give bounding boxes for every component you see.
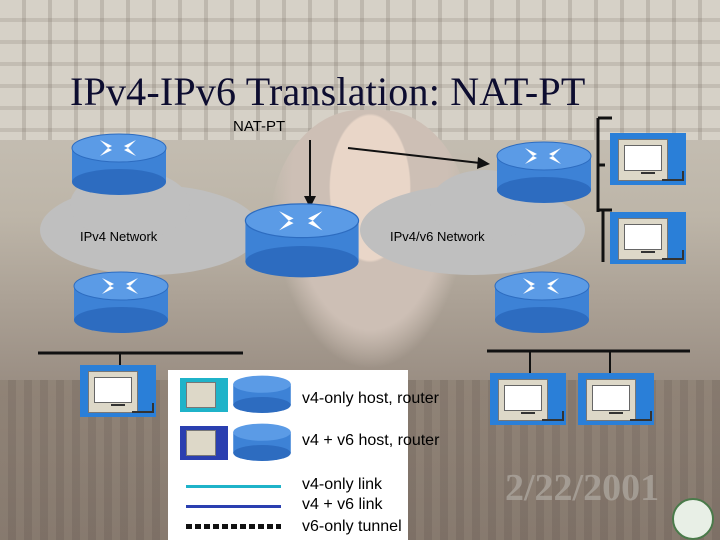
legend-panel: v4-only host, router v4 + v6 host, route… [168, 370, 439, 540]
legend-v4v6-host-router: v4 + v6 host, router [302, 432, 440, 449]
slide-title: IPv4-IPv6 Translation: NAT-PT [70, 69, 586, 114]
background-building [0, 0, 720, 140]
computer-host-icon[interactable] [610, 133, 686, 185]
legend-host-icon [180, 378, 228, 412]
ipv4-network-label: IPv4 Network [80, 229, 158, 244]
photo-arrow [347, 147, 481, 164]
legend-v4v6-link-line [186, 505, 281, 508]
natpt-arrow-head [304, 196, 316, 208]
legend-v6-tunnel: v6-only tunnel [302, 518, 402, 535]
university-seal-icon [672, 498, 714, 540]
slide-date: 2/22/2001 [505, 467, 660, 509]
legend-router-icon [233, 423, 291, 461]
legend-v6-tunnel-line [186, 524, 281, 529]
computer-host-icon[interactable] [80, 365, 156, 417]
computer-host-icon[interactable] [578, 373, 654, 425]
legend-host-icon [180, 426, 228, 460]
computer-host-icon[interactable] [610, 212, 686, 264]
natpt-router-icon[interactable] [243, 200, 361, 280]
photo-arrow-head [477, 157, 490, 169]
router-icon[interactable] [495, 140, 593, 204]
computer-host-icon[interactable] [490, 373, 566, 425]
natpt-label: NAT-PT [233, 118, 286, 135]
legend-router-icon [233, 375, 291, 413]
router-icon[interactable] [70, 132, 168, 196]
ipv4v6-network-label: IPv4/v6 Network [390, 229, 485, 244]
router-icon[interactable] [72, 270, 170, 334]
router-icon[interactable] [493, 270, 591, 334]
legend-v4-link-line [186, 485, 281, 488]
legend-v4-link: v4-only link [302, 476, 383, 493]
legend-v4-host-router: v4-only host, router [302, 390, 439, 407]
legend-v4v6-link: v4 + v6 link [302, 496, 383, 513]
